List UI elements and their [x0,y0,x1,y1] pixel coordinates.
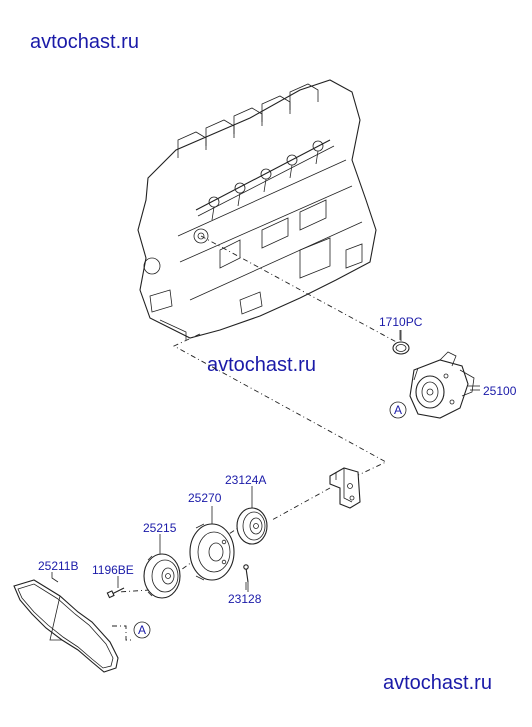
leader-mount [173,333,387,479]
label-23124A: 23124A [225,473,266,487]
o-ring [392,341,410,355]
watermark-bottom: avtochast.ru [383,672,492,694]
label-25215: 25215 [143,521,177,535]
label-1196BE: 1196BE [92,563,134,577]
ref-a-circle-top [389,401,407,419]
leader-idler [271,487,331,521]
label-25211B: 25211B [38,559,78,573]
label-ref-a-top: A [394,403,402,417]
watermark-top: avtochast.ru [30,31,139,53]
label-1710PC: 1710PC [379,315,423,329]
label-23128: 23128 [228,592,262,606]
damper-pulley [189,523,235,581]
label-25100: 25100 [483,384,517,398]
label-ref-a-bottom: A [138,623,146,637]
label-25270: 25270 [188,491,222,505]
water-pump [409,351,480,419]
screw [243,564,249,592]
mount-bracket [329,467,361,509]
tensioner-pulley [143,553,181,599]
engine-block [137,79,377,340]
watermark-middle: avtochast.ru [207,354,316,376]
leader-ref-a-bottom [112,625,134,641]
bolt [106,587,125,599]
leader-oring [200,235,401,345]
idler-pulley [236,507,268,545]
ref-a-circle-bottom [133,621,151,639]
leader-bolt [117,589,151,593]
leader-pulley [177,551,207,573]
drive-belt [13,579,119,673]
